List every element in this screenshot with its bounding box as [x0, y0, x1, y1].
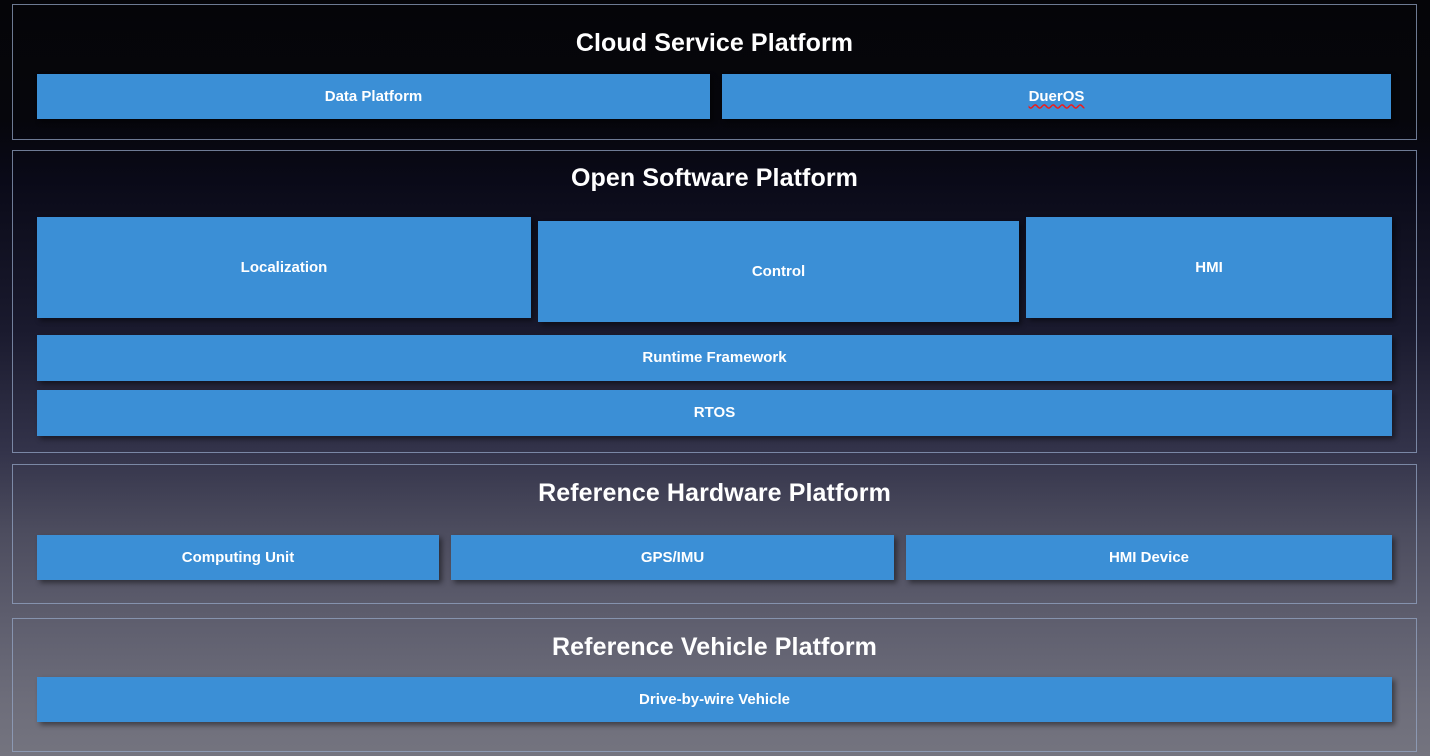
box-dueros[interactable]: DuerOS	[722, 74, 1391, 119]
box-data-platform[interactable]: Data Platform	[37, 74, 710, 119]
layer-title-reference-vehicle-platform: Reference Vehicle Platform	[552, 633, 877, 661]
box-label-localization: Localization	[240, 258, 328, 276]
box-localization[interactable]: Localization	[37, 217, 531, 318]
box-drive-by-wire-vehicle[interactable]: Drive-by-wire Vehicle	[37, 677, 1392, 722]
box-label-gps-imu: GPS/IMU	[640, 548, 705, 566]
box-runtime-framework[interactable]: Runtime Framework	[37, 335, 1392, 381]
box-label-rtos: RTOS	[693, 404, 736, 421]
layer-panel-reference-hardware-platform: Reference Hardware Platform Computing Un…	[12, 464, 1417, 604]
layer-panel-cloud-service-platform: Cloud Service Platform Data Platform Due…	[12, 4, 1417, 140]
layer-title-reference-hardware-platform: Reference Hardware Platform	[538, 479, 891, 507]
layer-title-open-software-platform: Open Software Platform	[571, 164, 858, 192]
box-label-control: Control	[751, 262, 806, 280]
box-label-computing-unit: Computing Unit	[181, 548, 295, 566]
box-gps-imu[interactable]: GPS/IMU	[451, 535, 894, 580]
box-label-dueros: DuerOS	[1028, 87, 1085, 105]
layer-panel-reference-vehicle-platform: Reference Vehicle Platform Drive-by-wire…	[12, 618, 1417, 752]
box-label-drive-by-wire-vehicle: Drive-by-wire Vehicle	[639, 690, 790, 708]
box-label-hmi: HMI	[1195, 258, 1223, 276]
box-control[interactable]: Control	[538, 221, 1019, 322]
box-hmi-device[interactable]: HMI Device	[906, 535, 1392, 580]
box-label-data-platform: Data Platform	[324, 87, 423, 105]
box-label-hmi-device: HMI Device	[1108, 548, 1190, 566]
box-computing-unit[interactable]: Computing Unit	[37, 535, 439, 580]
box-hmi[interactable]: HMI	[1026, 217, 1392, 318]
box-label-runtime-framework: Runtime Framework	[642, 349, 787, 366]
box-rtos[interactable]: RTOS	[37, 390, 1392, 436]
layer-panel-open-software-platform: Open Software Platform Localization Cont…	[12, 150, 1417, 453]
layer-title-cloud-service-platform: Cloud Service Platform	[575, 29, 854, 57]
